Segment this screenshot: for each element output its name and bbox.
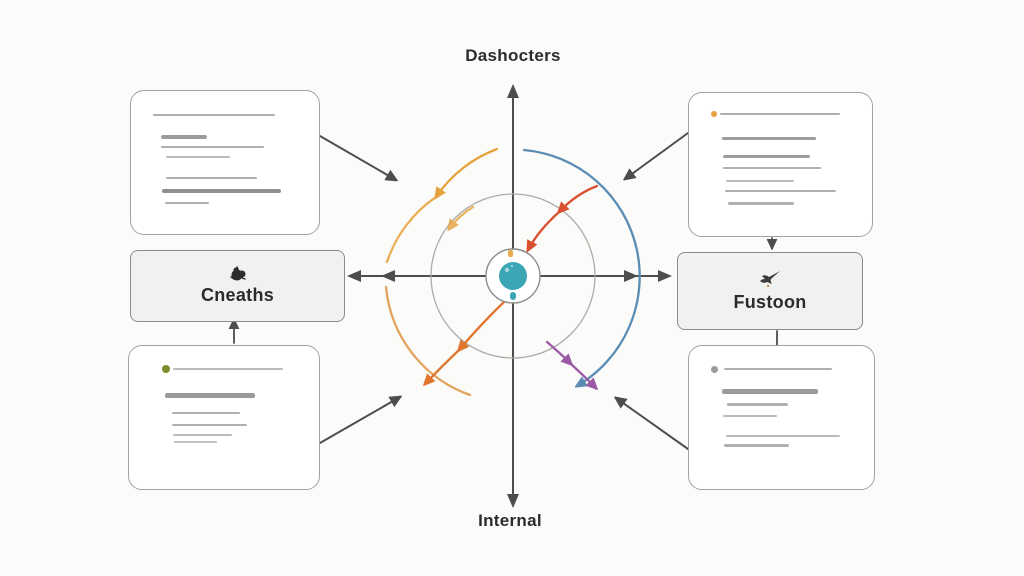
sketch-line — [726, 435, 840, 437]
hub-highlight — [504, 267, 510, 273]
sketch-line — [726, 180, 794, 182]
purple-arrow-bottomright-tip — [569, 362, 596, 388]
sketch-line — [162, 189, 281, 193]
green-bullet — [162, 365, 170, 373]
sketch-line — [174, 441, 217, 443]
axis-label-bottom: Internal — [478, 511, 542, 530]
gold-arc-topleft — [436, 147, 499, 197]
arrow-bottomleft-to-center — [319, 397, 400, 444]
sketch-line — [161, 135, 207, 139]
sketch-line — [725, 190, 836, 192]
arrow-bottomright-to-center — [616, 398, 689, 450]
scribble-blob-icon — [228, 266, 248, 282]
note-card-top-left[interactable] — [130, 90, 320, 235]
axis-arrowhead-down — [507, 494, 519, 508]
box-connectors — [234, 237, 778, 346]
sketch-line — [165, 202, 209, 204]
center-hub[interactable] — [485, 248, 541, 304]
node-left[interactable]: Cneaths — [130, 250, 345, 322]
node-right-label: Fustoon — [733, 292, 807, 312]
orange-bullet — [711, 111, 717, 117]
axis-label-top: Dashocters — [465, 46, 561, 65]
sketch-line — [166, 177, 257, 179]
sketch-line — [173, 434, 232, 436]
sketch-line — [728, 202, 794, 205]
purple-arrow-bottomright — [545, 340, 571, 364]
node-right[interactable]: Fustoon — [677, 252, 863, 330]
note-card-top-right[interactable] — [688, 92, 873, 237]
bird-swoosh-icon — [758, 269, 782, 289]
sketch-line — [724, 368, 832, 370]
sketch-line — [723, 415, 777, 417]
sketch-line — [720, 113, 840, 115]
sketch-line — [172, 424, 247, 426]
red-arc-topright-tip — [528, 210, 561, 250]
sketch-line — [165, 393, 255, 398]
axis-arrowhead-up — [507, 84, 519, 98]
red-arc-topright — [559, 184, 599, 212]
sketch-line — [161, 146, 264, 148]
sketch-line — [723, 155, 810, 158]
sketch-line — [172, 412, 240, 414]
node-left-label: Cneaths — [200, 285, 275, 305]
axis-arrowhead-right-inner — [624, 270, 638, 282]
sketch-line — [166, 156, 230, 158]
axis-arrowhead-right-outer — [658, 270, 672, 282]
orange-arc-bottomleft-tip — [425, 348, 461, 384]
diagonal-arrows — [319, 132, 689, 450]
gold-arc-topleft-tail — [385, 195, 438, 264]
sketch-line — [722, 137, 816, 140]
axis-arrowhead-left-inner — [381, 270, 395, 282]
gray-bullet — [711, 366, 718, 373]
sketch-line — [153, 114, 275, 116]
tan-arc-bottomleft-outer — [384, 285, 472, 397]
orange-arc-bottomleft — [459, 298, 508, 350]
note-card-bottom-right[interactable] — [688, 345, 875, 490]
sketch-line — [727, 403, 788, 406]
arrow-topright-to-center — [625, 132, 689, 179]
sketch-line — [173, 368, 283, 370]
note-card-bottom-left[interactable] — [128, 345, 320, 490]
axis-arrowhead-left-outer — [347, 270, 361, 282]
hub-bottom-tick — [510, 292, 516, 300]
guide-circle — [430, 193, 596, 359]
colored-arcs — [384, 147, 641, 397]
gold-chevron-midradius — [449, 205, 475, 229]
sketch-line — [722, 389, 818, 394]
hub-top-tick — [508, 250, 513, 257]
blue-arc-right — [522, 148, 641, 386]
sketch-line — [723, 167, 821, 169]
sketch-line — [724, 444, 789, 447]
arrow-topleft-to-center — [319, 135, 396, 180]
hub-highlight-small — [510, 264, 514, 268]
